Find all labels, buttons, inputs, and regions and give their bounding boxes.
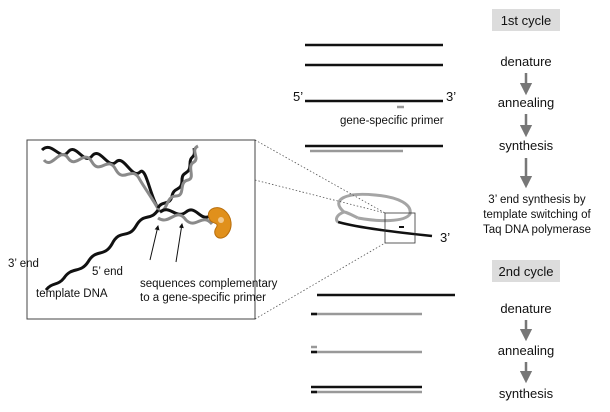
- cycle1-step-denature: denature: [500, 54, 551, 69]
- cycle2-step-denature: denature: [500, 301, 551, 316]
- inset-five-prime-end: 5’ end: [92, 266, 123, 278]
- inset-helix-left-dark: [40, 146, 160, 209]
- cycle1-step-annealing: annealing: [498, 95, 554, 110]
- loop-three-prime: 3’: [440, 230, 450, 245]
- cycle1: 1st cycle denature annealing synthesis 3…: [483, 9, 591, 236]
- inset-template-dna: template DNA: [36, 288, 108, 300]
- cycle1-strands: 5’ 3’ gene-specific primer: [293, 43, 456, 153]
- pointer-five-prime: [149, 225, 160, 261]
- cycle2-step-annealing: annealing: [498, 343, 554, 358]
- inset-primer-duplex-light: [157, 213, 214, 226]
- zoom-line-bottom: [254, 242, 386, 320]
- inset-template-single-strand: [44, 209, 160, 291]
- cycle2: 2nd cycle denature annealing synthesis: [492, 260, 560, 401]
- inset-three-prime-end: 3’ end: [8, 258, 39, 270]
- cycle1-title: 1st cycle: [501, 13, 552, 28]
- inset-complementary-line-2: to a gene-specific primer: [140, 292, 266, 304]
- pointer-complementary: [175, 223, 184, 263]
- template-switch-loop: 3’: [334, 192, 450, 245]
- cycle2-step-synthesis: synthesis: [499, 386, 554, 401]
- template-switch-line-3: Taq DNA polymerase: [483, 224, 591, 236]
- zoom-line-mid: [254, 179, 386, 214]
- inset-helix-right-light: [159, 144, 199, 214]
- loop-turn: [334, 210, 345, 224]
- polymerase-icon: [208, 207, 232, 239]
- cycle2-strands: [311, 293, 455, 394]
- template-switch-line-2: template switching of: [483, 209, 591, 221]
- annealing-three-prime: 3’: [446, 89, 456, 104]
- loop-new-strand: [337, 192, 412, 223]
- inset-complementary-line-1: sequences complementary: [140, 278, 278, 290]
- loop-template-strand: [337, 220, 433, 238]
- inset-primer-duplex-dark: [159, 208, 211, 219]
- zoom-line-top: [254, 139, 386, 214]
- inset-helix-left-light: [42, 153, 162, 213]
- cycle1-title-box: [492, 9, 560, 31]
- cycle1-step-synthesis: synthesis: [499, 138, 554, 153]
- zoom-box: [384, 212, 416, 244]
- primer-label: gene-specific primer: [340, 115, 444, 127]
- cycle2-title: 2nd cycle: [499, 264, 554, 279]
- template-switch-line-1: 3’ end synthesis by: [488, 194, 586, 206]
- cycle2-title-box: [492, 260, 560, 282]
- inset-panel: 3’ end 5’ end template DNA sequences com…: [8, 139, 278, 320]
- loop-new-strand-tail: [343, 210, 359, 220]
- annealing-five-prime: 5’: [293, 89, 303, 104]
- zoom-lines: [254, 139, 386, 320]
